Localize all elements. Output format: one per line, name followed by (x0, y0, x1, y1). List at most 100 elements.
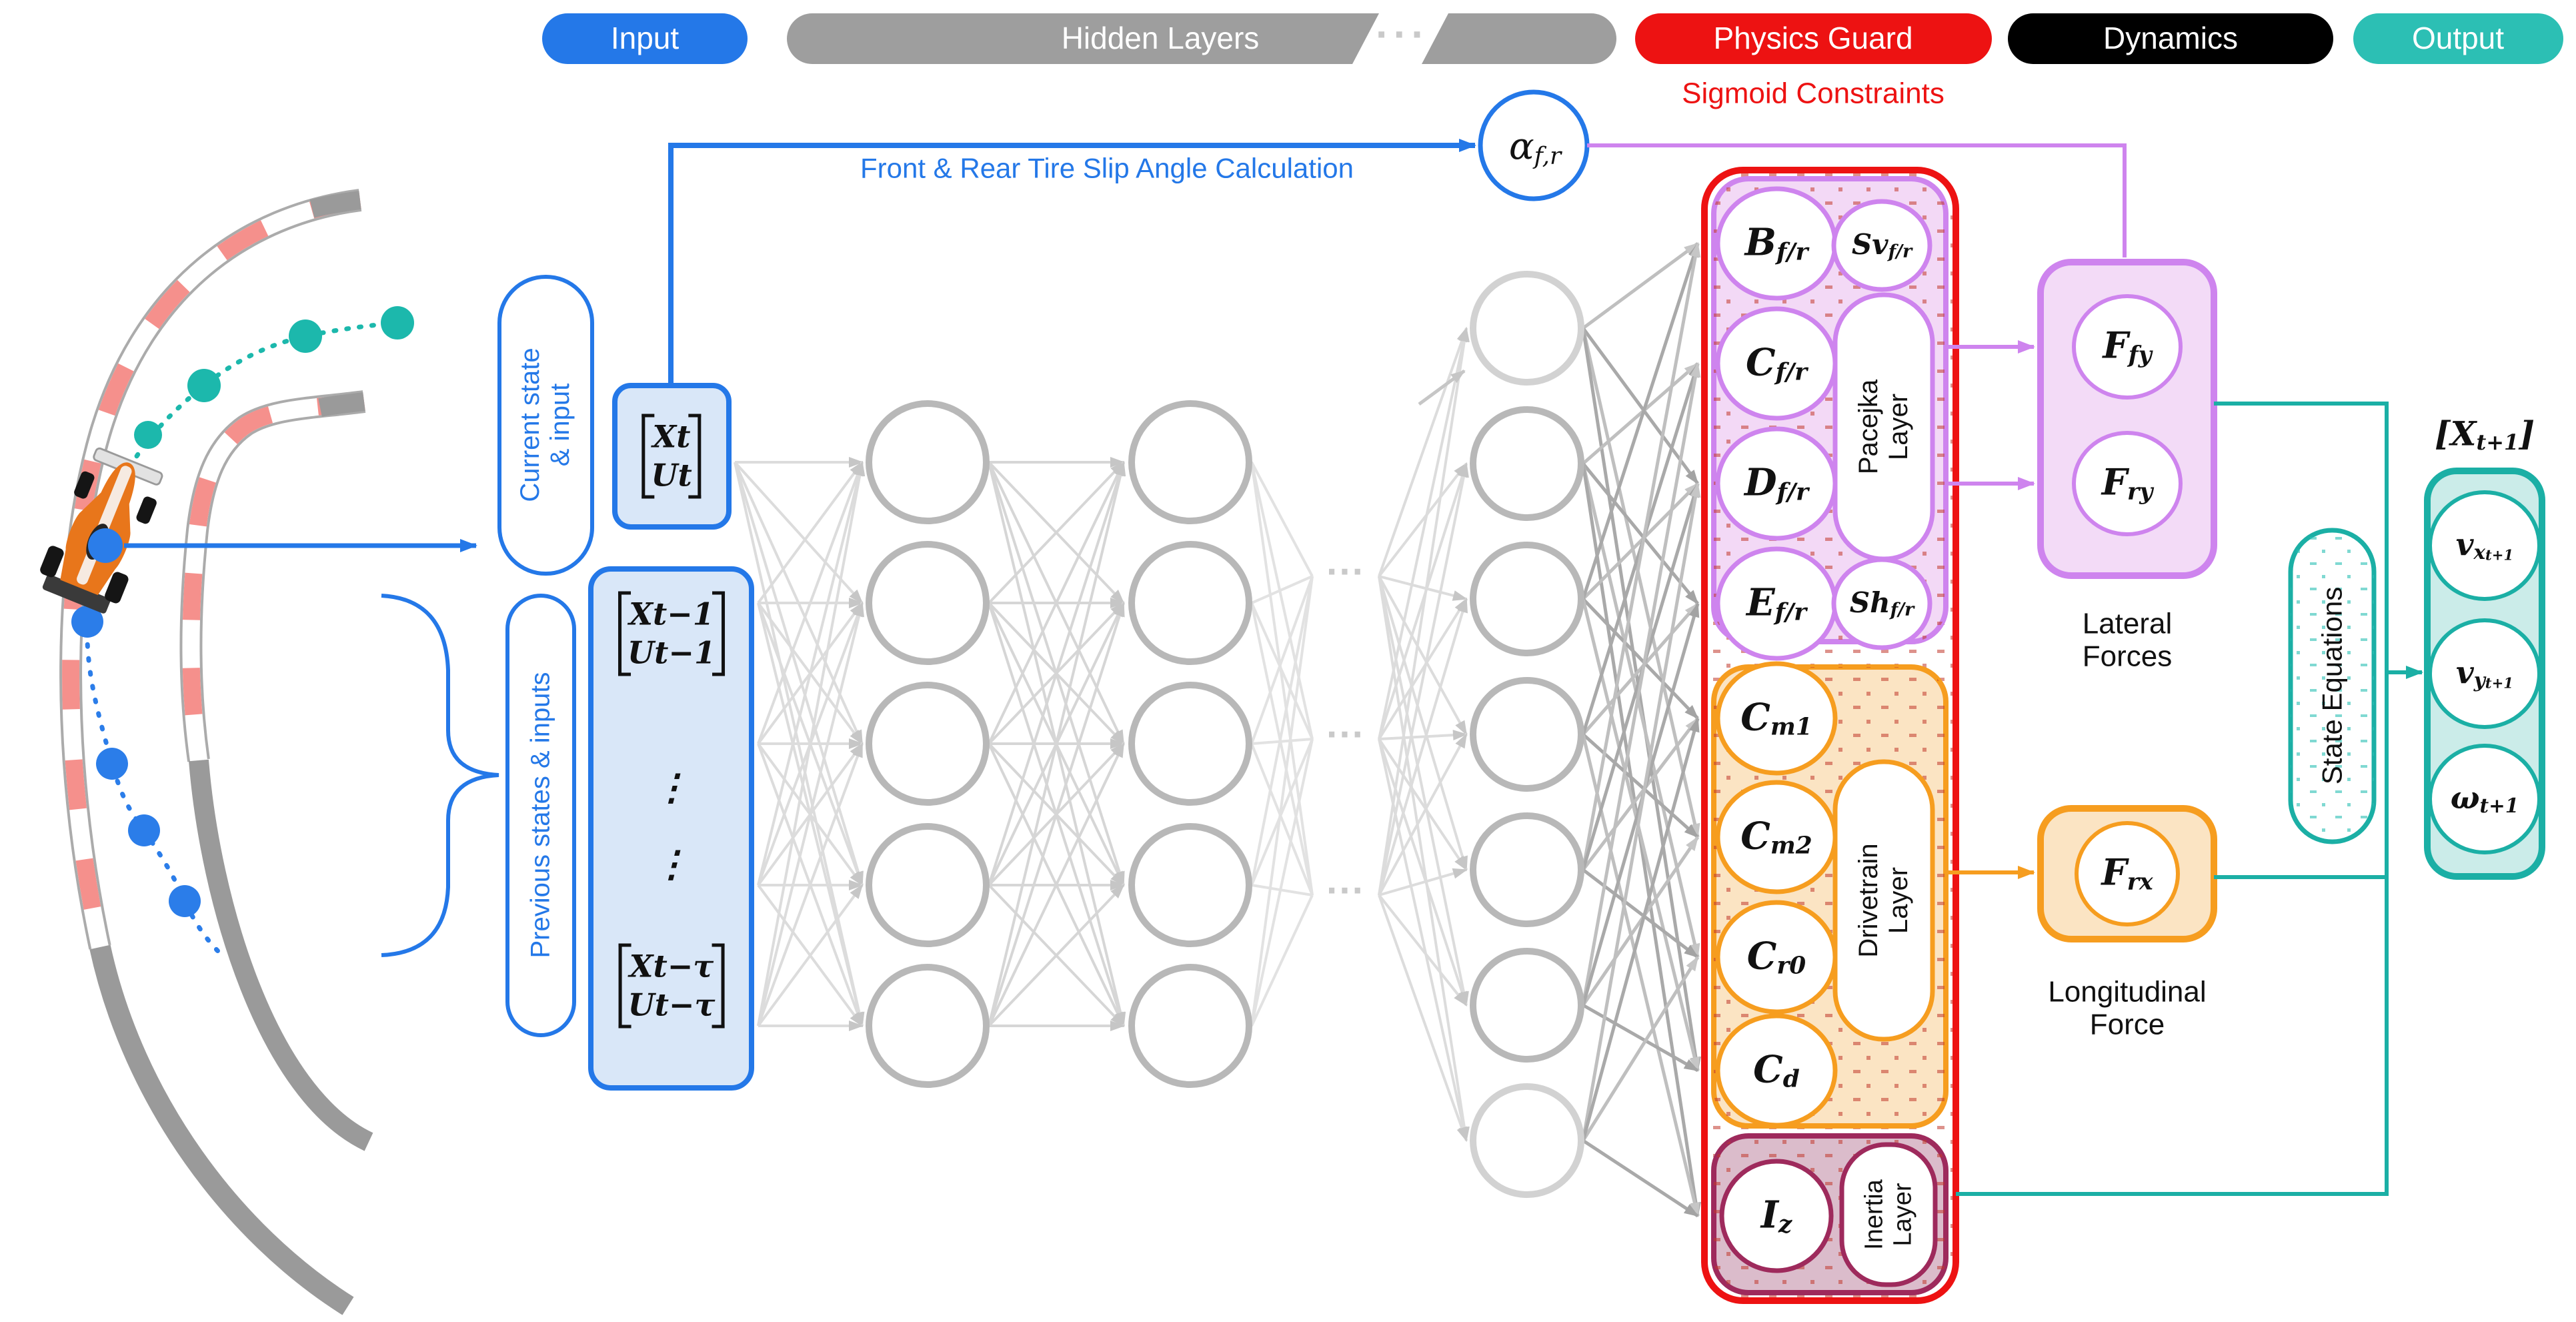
sym-sub: f/r (1776, 237, 1808, 266)
net-connection (988, 602, 1125, 1027)
alpha-node-label: αf,r (1508, 125, 1562, 170)
param-C-label: Cf/r (1746, 340, 1807, 386)
net-connection (1582, 1139, 1699, 1218)
net-connection (1418, 369, 1466, 406)
label-line: Forces (2082, 640, 2173, 673)
param-Cm2-label: Cm2 (1740, 815, 1812, 859)
sym-sub: ry (2127, 478, 2153, 506)
sym-sub: f/r (1774, 598, 1807, 626)
net-connection (757, 461, 864, 744)
ffy-label: Ffy (2103, 325, 2151, 369)
net-connection (1378, 327, 1470, 896)
physics-guard-box (1701, 167, 1959, 1304)
net-connection (1582, 598, 1699, 720)
sym-sub: rx (2127, 868, 2153, 896)
slip-angle-calc-label: Front & Rear Tire Slip Angle Calculation (860, 152, 1354, 184)
net-connection (1378, 598, 1468, 896)
sym-sub: z (1778, 1210, 1792, 1239)
inertia-layer-pill (1839, 1142, 1938, 1287)
sym-sub: t (678, 457, 692, 493)
sym-base: D (1744, 460, 1777, 505)
sym-base: C (1746, 340, 1776, 385)
sym-sub: m1 (1770, 712, 1812, 741)
sym-sub: t−τ (653, 948, 714, 984)
net-connection (1378, 327, 1469, 740)
sym-base: F (2101, 850, 2127, 894)
sym-sub: t−1 (652, 596, 714, 632)
sym-base: I (1760, 1193, 1778, 1237)
label-line: & input (545, 383, 575, 467)
sym-base: [X (2435, 414, 2477, 454)
net-connection (1581, 362, 1701, 1006)
label-line: Lateral (2082, 607, 2173, 640)
dynamics-bus-line (1956, 402, 2389, 1196)
past-trajectory (71, 561, 225, 958)
net-connection (1378, 462, 1468, 578)
sym-sub: f,r (1534, 142, 1562, 170)
hidden-neuron (866, 823, 990, 947)
net-connection (1581, 463, 1700, 958)
vdots: ⋮ (654, 842, 690, 885)
sym-sub: x (2473, 540, 2486, 564)
sym-base: α (1508, 125, 1534, 169)
net-connection (1250, 602, 1314, 740)
current-state-point (88, 528, 123, 563)
network-nodes (866, 271, 1584, 1198)
sym-base: X (652, 418, 677, 455)
vec-row: Ut (651, 457, 692, 493)
past-point (169, 885, 201, 917)
param-Cr0-label: Cr0 (1747, 935, 1806, 979)
sym-base: C (1753, 1047, 1783, 1092)
param-B-label: Bf/r (1745, 221, 1808, 265)
label-line: Pacejka (1854, 379, 1884, 475)
net-connection (1378, 576, 1468, 871)
net-connection (1378, 730, 1468, 741)
sym-base: ω (2450, 780, 2480, 816)
output-box (2424, 468, 2545, 880)
hidden-neuron (866, 400, 990, 524)
net-connection (1582, 241, 1699, 330)
net-connection (757, 461, 864, 604)
track-inner-curb (179, 390, 373, 1151)
sym-base: F (2101, 460, 2128, 504)
label-line: Longitudinal (2048, 975, 2207, 1009)
net-connection (1378, 576, 1469, 1007)
net-connection (734, 461, 864, 604)
longitudinal-force-box (2037, 805, 2217, 942)
future-point (381, 306, 414, 340)
net-connection (1378, 738, 1468, 871)
past-point (96, 748, 128, 780)
net-connection (1581, 242, 1701, 870)
net-connection (1250, 894, 1314, 1027)
banner-output-label: Output (2411, 21, 2505, 56)
param-Sh-label: Shf/r (1850, 587, 1914, 621)
hidden-neuron (1470, 677, 1584, 792)
hidden-layers-banner-shape (787, 13, 1379, 64)
net-connection (734, 462, 864, 886)
sym-subsub: t+1 (2485, 674, 2514, 692)
output-banner-shape (2353, 13, 2563, 64)
past-states-brace (381, 594, 499, 957)
slip-angle-arrow (668, 139, 1476, 386)
sigmoid-constraints-label: Sigmoid Constraints (1682, 77, 1945, 110)
net-connection (757, 461, 866, 1027)
inertia-section (1711, 1133, 1949, 1295)
hidden-neuron (866, 964, 990, 1088)
net-connection (988, 742, 1125, 1027)
vec-row: Xt (653, 419, 691, 455)
hidden-ellipsis: ··· (1326, 712, 1365, 756)
sym-base: X (629, 948, 654, 984)
net-connection (1582, 1003, 1699, 1073)
banner-physics-guard-label: Physics Guard (1713, 21, 1913, 56)
param-Cd-label: Cd (1753, 1047, 1800, 1093)
vx-label: vxt+1 (2456, 527, 2514, 564)
hidden-neuron (1128, 541, 1252, 665)
sym-sub: f/r (1888, 241, 1912, 263)
vx-node (2428, 490, 2541, 601)
param-D-label: Df/r (1744, 460, 1808, 506)
sym-base: U (627, 634, 655, 670)
sym-sub: fy (2128, 342, 2152, 369)
